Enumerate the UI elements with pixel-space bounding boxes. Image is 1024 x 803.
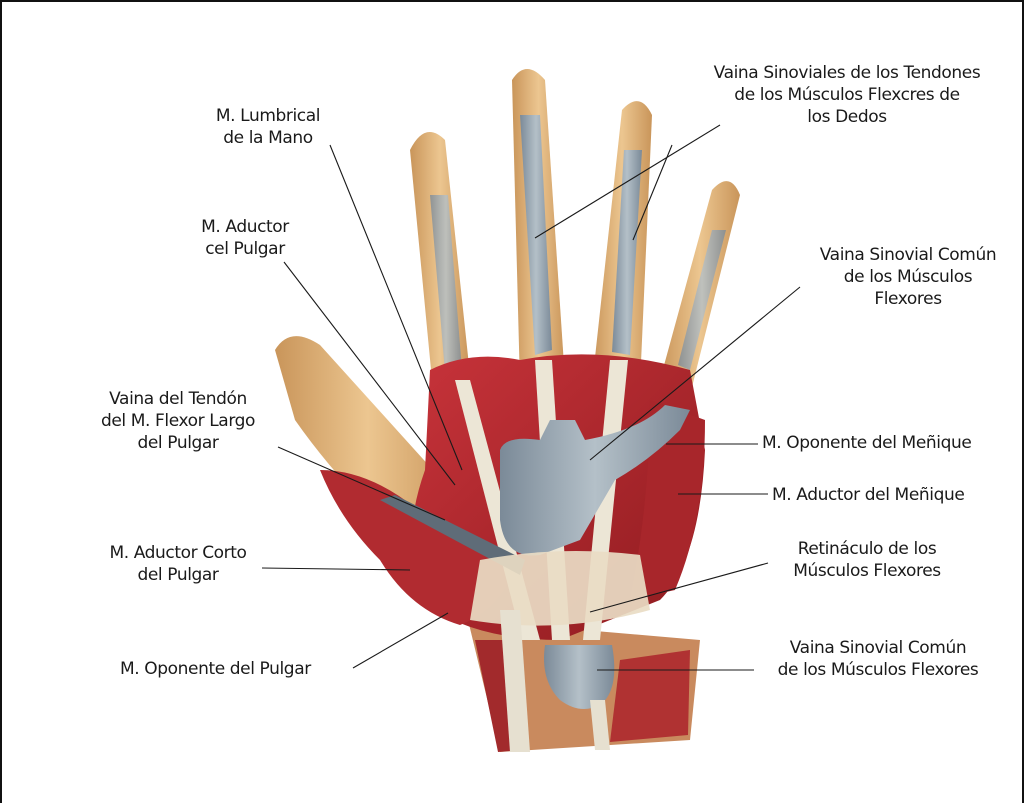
wrist-muscle-strip-right xyxy=(610,650,690,742)
label-vainas-sinoviales-dedos: Vaina Sinoviales de los Tendones de los … xyxy=(672,62,1022,128)
label-aductor-menique: M. Aductor del Meñique xyxy=(772,484,964,506)
flexor-retinaculum xyxy=(470,551,650,626)
label-oponente-pulgar: M. Oponente del Pulgar xyxy=(120,658,311,680)
leader-oponente-pulgar xyxy=(353,613,448,668)
label-vaina-sinovial-comun-bottom: Vaina Sinovial Común de los Músculos Fle… xyxy=(748,637,1008,681)
label-oponente-menique: M. Oponente del Meñique xyxy=(762,432,971,454)
label-aductor-pulgar: M. Aductor cel Pulgar xyxy=(175,216,315,260)
label-retinaculo: Retináculo de los Músculos Flexores xyxy=(762,538,972,582)
label-aductor-corto: M. Aductor Corto del Pulgar xyxy=(88,542,268,586)
label-lumbrical: M. Lumbrical de la Mano xyxy=(188,105,348,149)
label-vaina-tendon-flexor-largo: Vaina del Tendón del M. Flexor Largo del… xyxy=(78,388,278,454)
label-vaina-sinovial-comun-top: Vaina Sinovial Común de los Músculos Fle… xyxy=(793,244,1023,310)
